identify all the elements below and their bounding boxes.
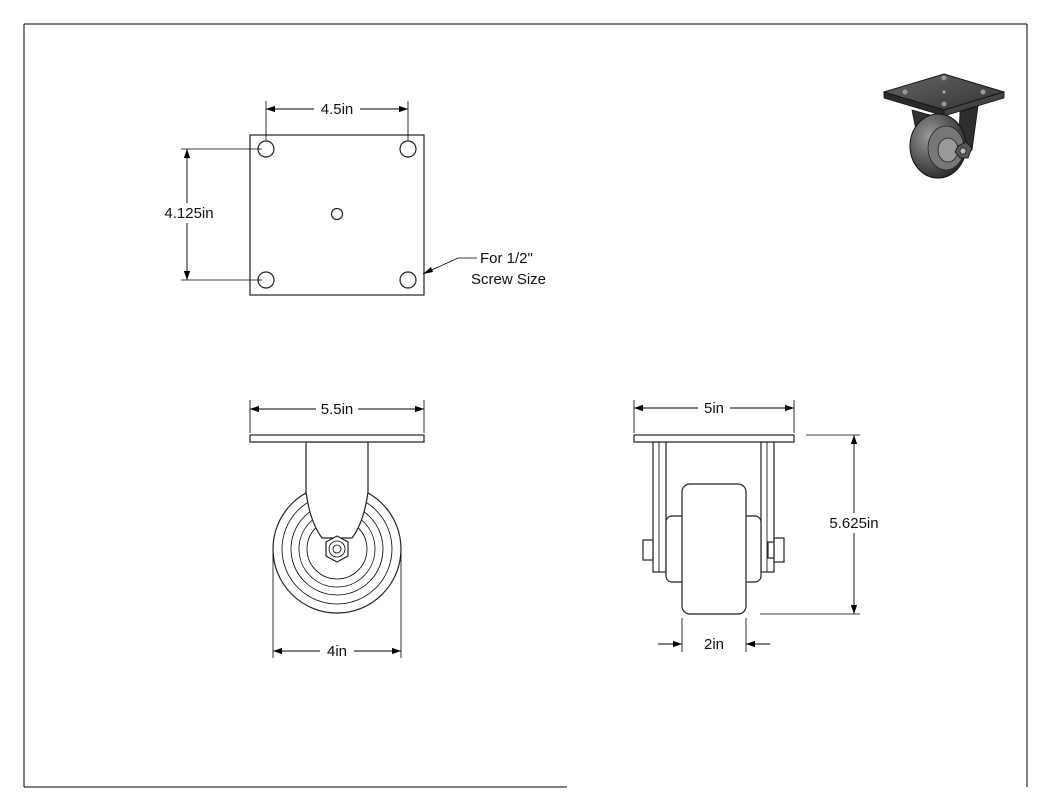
dim-label-4-125in: 4.125in — [164, 205, 213, 222]
dim-label-4-5in: 4.5in — [321, 101, 354, 118]
dim-wheel-width: 2in — [658, 618, 770, 653]
axle-nut — [325, 535, 349, 563]
dim-label-5in: 5in — [704, 400, 724, 417]
front-view: 5.5in 4in — [249, 399, 425, 661]
dim-label-5-5in: 5.5in — [321, 401, 354, 418]
fork — [305, 441, 369, 539]
top-view: 4.5in 4.125in For 1/2" Screw Size — [160, 99, 546, 296]
dim-side-plate-width: 5in — [633, 398, 795, 433]
bolt-hole — [399, 140, 417, 158]
callout-line-1: For 1/2" — [480, 250, 533, 267]
dim-label-5-625in: 5.625in — [829, 515, 878, 532]
side-top-plate — [633, 434, 795, 443]
dim-front-plate-width: 5.5in — [249, 399, 425, 433]
front-top-plate — [249, 434, 425, 443]
callout-line-2: Screw Size — [471, 271, 546, 288]
dim-hole-spacing-x: 4.5in — [265, 99, 409, 140]
caster-isometric-preview — [882, 73, 1006, 179]
side-view: 5in 5.625in 2in — [633, 398, 883, 653]
center-hole — [330, 207, 344, 221]
fork-leg-left — [652, 441, 667, 573]
dim-hole-spacing-y: 4.125in — [160, 148, 262, 281]
axle-bolt-head — [642, 539, 654, 561]
wheel-tread — [681, 483, 747, 615]
axle-nut-side — [773, 537, 785, 563]
sheet-border — [23, 23, 1028, 788]
dim-overall-height: 5.625in — [760, 434, 883, 615]
dim-label-4in: 4in — [327, 643, 347, 660]
dim-wheel-diameter: 4in — [272, 553, 402, 661]
bolt-hole — [399, 271, 417, 289]
screw-size-callout: For 1/2" Screw Size — [422, 250, 546, 288]
dim-label-2in: 2in — [704, 636, 724, 653]
